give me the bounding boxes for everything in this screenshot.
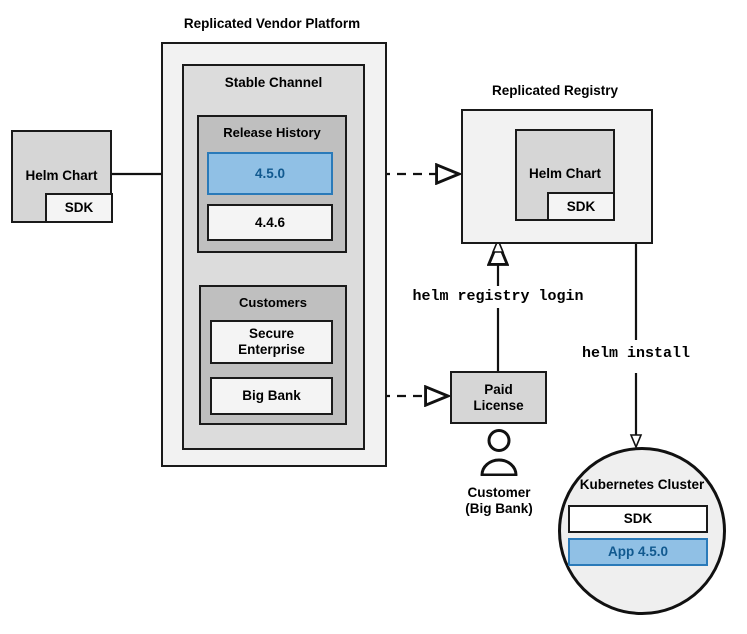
release-version-label: 4.4.6: [254, 214, 286, 230]
release-item-4.4.6[interactable]: 4.4.6: [207, 204, 333, 241]
customers-title: Customers: [239, 295, 307, 310]
stable-channel-title: Stable Channel: [224, 75, 323, 90]
source-helm-chart-label: Helm Chart: [25, 168, 98, 183]
customer-caption-line2: (Big Bank): [465, 501, 533, 516]
customer-name-label: Secure Enterprise: [238, 326, 305, 357]
release-version-label: 4.5.0: [254, 165, 286, 181]
customer-name-label: Big Bank: [242, 388, 301, 404]
release-history-title: Release History: [223, 125, 321, 140]
registry-title: Replicated Registry: [491, 83, 619, 98]
cluster-item-label: SDK: [623, 511, 653, 527]
customer-caption-line1: Customer: [467, 485, 531, 500]
release-item-4.5.0[interactable]: 4.5.0: [207, 152, 333, 195]
customer-big-bank[interactable]: Big Bank: [210, 377, 333, 415]
person-icon: [480, 429, 518, 476]
registry-helm-chart-label: Helm Chart: [528, 166, 601, 181]
source-sdk-box[interactable]: SDK: [45, 193, 113, 223]
cluster-item-sdk[interactable]: SDK: [568, 505, 708, 533]
kubernetes-cluster-title: Kubernetes Cluster: [579, 477, 705, 492]
source-sdk-label: SDK: [64, 200, 94, 216]
command-helm-install: helm install: [581, 345, 691, 362]
paid-license-label: Paid License: [473, 381, 524, 413]
customer-secure-enterprise[interactable]: Secure Enterprise: [210, 320, 333, 364]
paid-license-box[interactable]: Paid License: [450, 371, 547, 424]
registry-sdk-box[interactable]: SDK: [547, 192, 615, 221]
command-helm-registry-login: helm registry login: [412, 288, 584, 305]
arrowhead-into-cluster: [629, 434, 643, 450]
cluster-item-label: App 4.5.0: [607, 544, 669, 560]
cluster-item-app[interactable]: App 4.5.0: [568, 538, 708, 566]
registry-sdk-label: SDK: [566, 198, 596, 214]
platform-title: Replicated Vendor Platform: [183, 16, 361, 31]
